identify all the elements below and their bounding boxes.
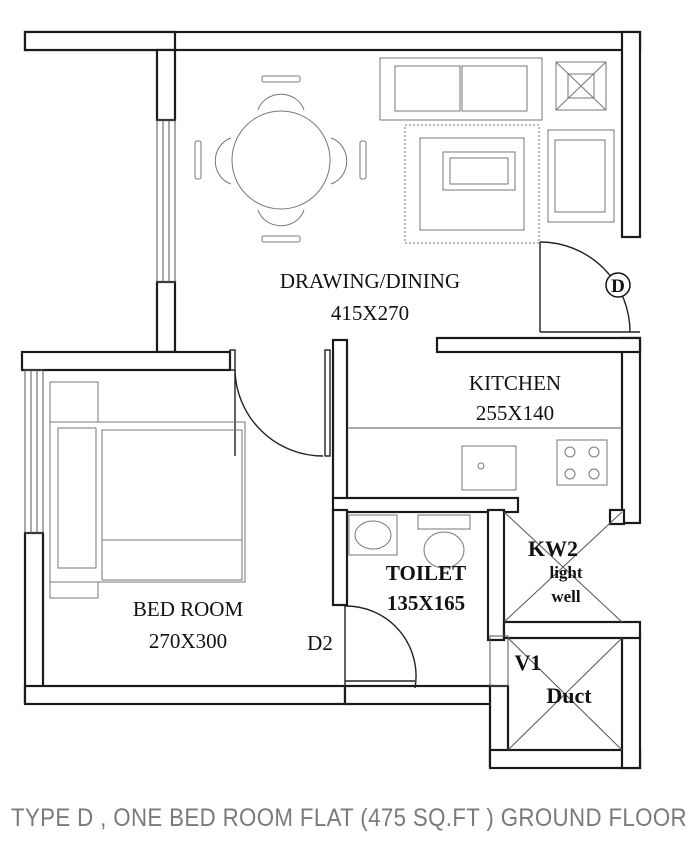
sofa-icon	[379, 57, 615, 223]
wc-icon	[417, 514, 471, 569]
toilet-size: 135X165	[387, 591, 465, 615]
drawing-room-size: 415X270	[331, 301, 409, 325]
light-well	[503, 511, 623, 623]
kitchen-counter-icon	[347, 427, 622, 491]
windows	[24, 119, 509, 687]
duct-label: V1	[515, 650, 542, 675]
kitchen-name: KITCHEN	[469, 371, 561, 395]
dining-table-icon	[194, 75, 367, 243]
plan-caption: TYPE D , ONE BED ROOM FLAT (475 SQ.FT ) …	[11, 804, 687, 832]
bedroom-name: BED ROOM	[133, 597, 244, 621]
drawing-room-name: DRAWING/DINING	[280, 269, 460, 293]
washbasin-icon	[348, 514, 398, 556]
corner-table-icon	[555, 61, 607, 111]
kw-line1: light	[549, 563, 582, 582]
toilet-name: TOILET	[386, 561, 466, 585]
kw-line2: well	[551, 587, 581, 606]
bedroom-door-label: D2	[307, 631, 333, 655]
kitchen-size: 255X140	[476, 401, 554, 425]
main-door-label: D	[611, 276, 625, 297]
bedroom-size: 270X300	[149, 629, 227, 653]
rug-icon	[404, 124, 540, 244]
duct	[507, 637, 623, 751]
walls	[20, 30, 642, 770]
bed-icon	[49, 381, 246, 599]
duct-name: Duct	[546, 683, 592, 708]
kw-label: KW2	[528, 536, 578, 561]
main-door-marker	[605, 272, 631, 298]
doors	[229, 241, 640, 689]
